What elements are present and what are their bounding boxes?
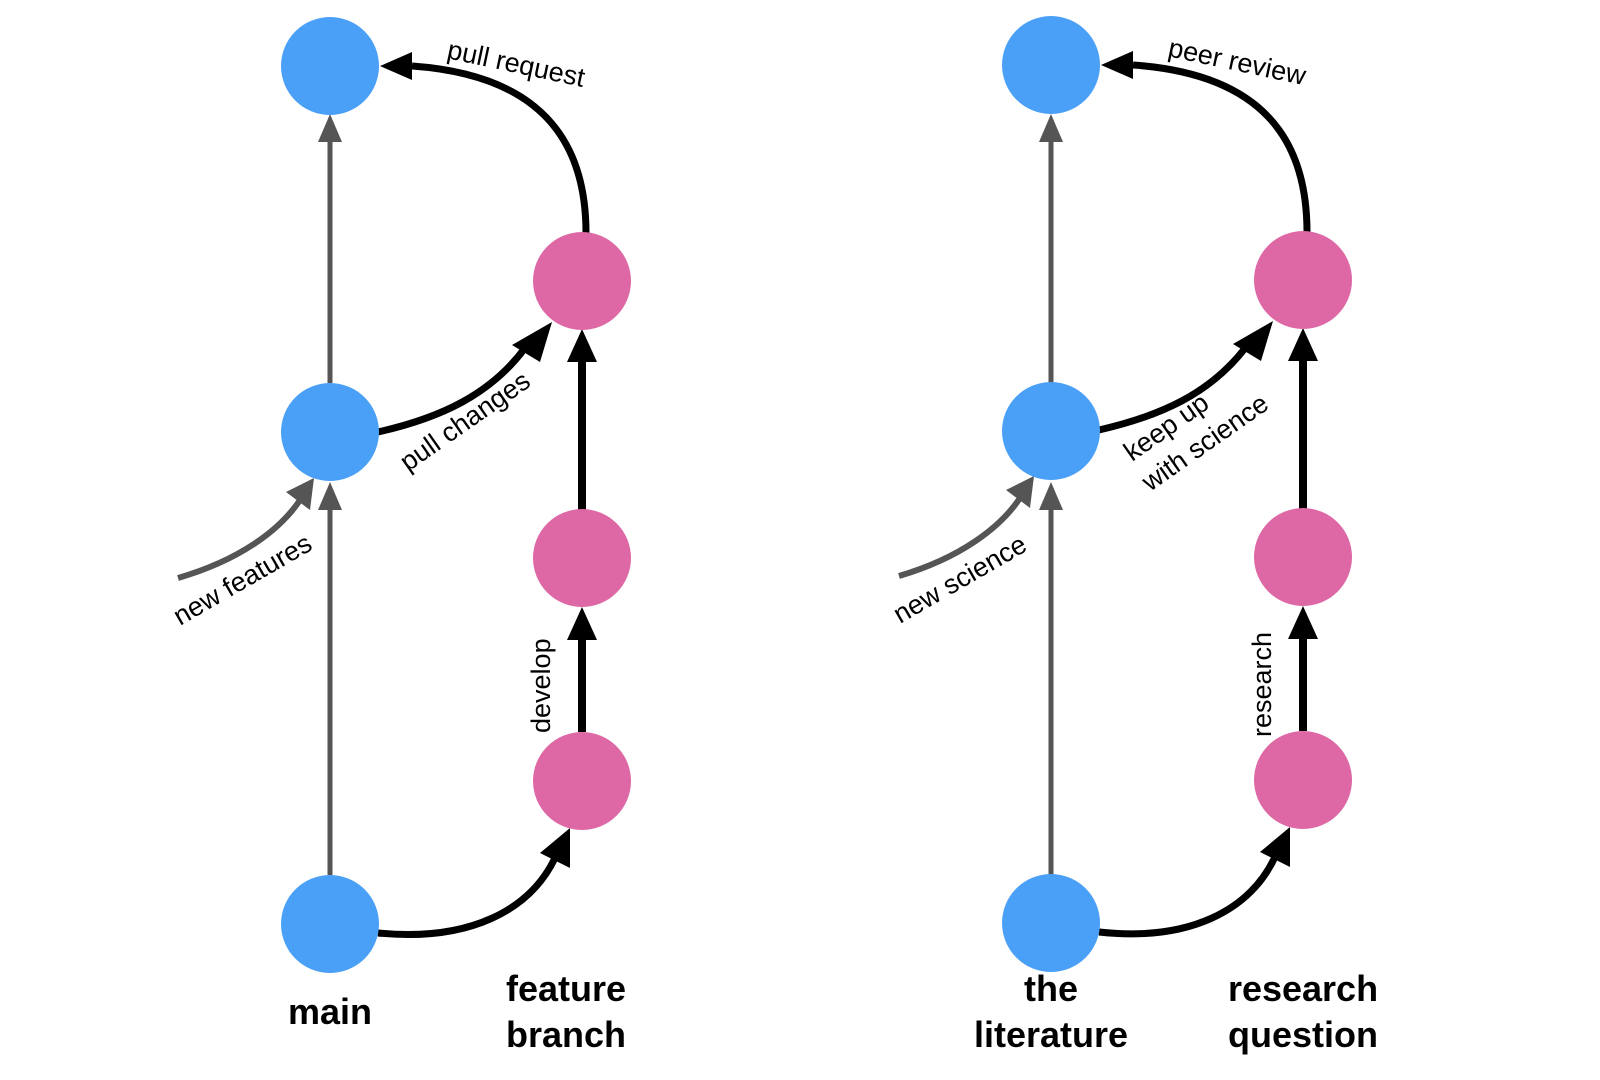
arrowhead-icon — [286, 478, 314, 510]
external-input-label: new science — [888, 529, 1032, 629]
arrowhead-icon — [567, 607, 597, 640]
sync-edge — [1098, 321, 1273, 434]
arrowhead-icon — [1101, 51, 1133, 79]
arrowhead-icon — [1288, 328, 1318, 361]
arrowhead-icon — [1039, 114, 1063, 142]
panel-science: new science keep up with science researc… — [888, 16, 1378, 1055]
arrowhead-icon — [1039, 482, 1063, 510]
branch-node — [1254, 731, 1352, 829]
merge-edge — [1101, 51, 1311, 233]
panel-git: new features pull changes develop pull r… — [168, 17, 631, 1055]
arrowhead-icon — [318, 482, 342, 510]
external-input-edge — [898, 476, 1034, 579]
arrowhead-icon — [512, 322, 552, 362]
trunk-label-line2: literature — [974, 1014, 1128, 1055]
sync-edge — [377, 322, 552, 436]
merge-edge — [380, 52, 590, 234]
trunk-edge-mid-to-top — [1039, 114, 1063, 383]
trunk-node — [281, 875, 379, 973]
external-input-label: new features — [168, 528, 317, 631]
branch-edge-work-1 — [567, 607, 597, 732]
arrowhead-icon — [1006, 476, 1034, 508]
trunk-edge-bottom-to-mid — [318, 482, 342, 875]
merge-label: peer review — [1166, 33, 1309, 91]
branch-work-label: develop — [526, 638, 556, 733]
arrowhead-icon — [380, 52, 412, 80]
trunk-node — [1002, 16, 1100, 114]
arrowhead-icon — [318, 114, 342, 142]
branch-node — [533, 732, 631, 830]
arrowhead-icon — [1233, 321, 1273, 361]
branch-work-label: research — [1247, 632, 1277, 737]
merge-label: pull request — [445, 35, 588, 93]
branch-edge-create — [1098, 827, 1290, 938]
trunk-edge-bottom-to-mid — [1039, 482, 1063, 875]
arrowhead-icon — [1260, 827, 1290, 867]
trunk-label-line1: the — [1024, 968, 1078, 1009]
branch-label-line2: branch — [506, 1014, 626, 1055]
branch-edge-work-1 — [1288, 606, 1318, 731]
branch-label-line1: feature — [506, 968, 626, 1009]
arrowhead-icon — [1288, 606, 1318, 639]
trunk-node — [281, 383, 379, 481]
branch-node — [1254, 508, 1352, 606]
trunk-node — [281, 17, 379, 115]
branch-label-line1: research — [1228, 968, 1378, 1009]
branch-node — [1254, 231, 1352, 329]
trunk-node — [1002, 382, 1100, 480]
trunk-label: main — [288, 991, 372, 1032]
trunk-edge-mid-to-top — [318, 114, 342, 383]
branch-label-line2: question — [1228, 1014, 1378, 1055]
branch-edge-create — [377, 828, 570, 938]
arrowhead-icon — [567, 329, 597, 362]
branch-node — [533, 232, 631, 330]
arrowhead-icon — [540, 828, 570, 868]
branch-edge-work-2 — [567, 329, 597, 510]
branch-edge-work-2 — [1288, 328, 1318, 509]
external-input-edge — [177, 478, 314, 581]
trunk-node — [1002, 874, 1100, 972]
branch-node — [533, 509, 631, 607]
